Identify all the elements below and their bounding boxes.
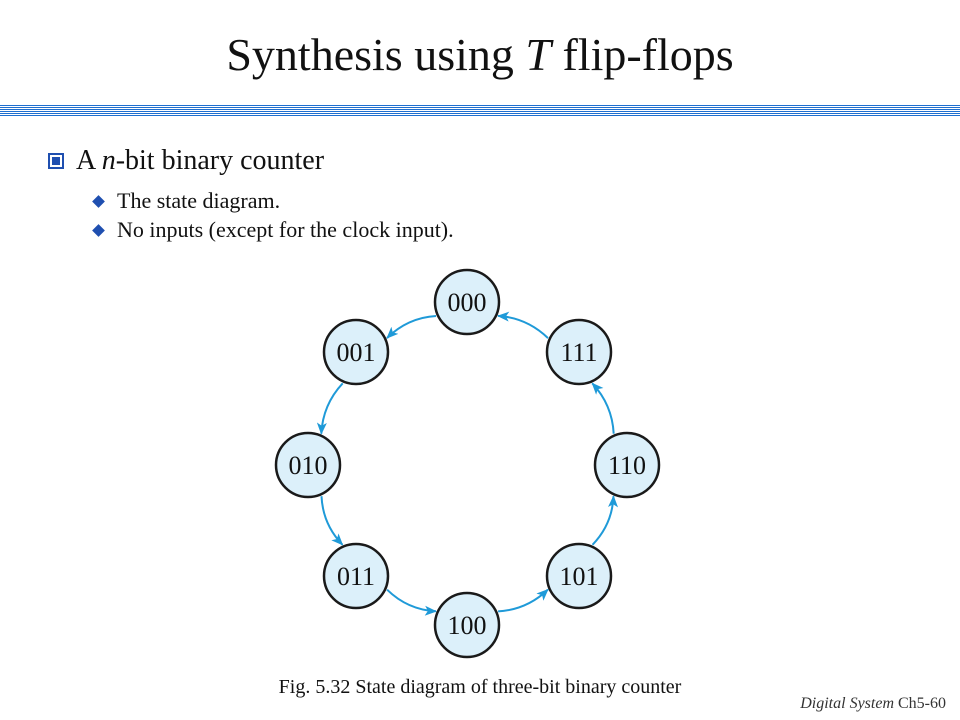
main-bullet: A n-bit binary counter (48, 145, 324, 177)
sub-bullet-text: The state diagram. (117, 188, 281, 213)
state-circle (274, 431, 342, 499)
state-label: 010 (289, 451, 328, 480)
transition-arrow-000-to-001 (386, 315, 437, 339)
state-node-111: 111 (545, 318, 613, 386)
main-bullet-variable: n (101, 145, 116, 176)
transition-arrow-101-to-110 (591, 495, 619, 546)
transition-arrow-111-to-000 (497, 311, 549, 339)
state-circle (593, 431, 661, 499)
sub-bullet: The state diagram. (92, 188, 281, 214)
state-label: 111 (560, 338, 597, 367)
title-suffix: flip-flops (550, 29, 734, 80)
state-node-100: 100 (433, 591, 501, 659)
state-circle (322, 542, 390, 610)
title-divider (0, 105, 960, 117)
state-node-011: 011 (322, 542, 390, 610)
state-node-101: 101 (545, 542, 613, 610)
slide-title: Synthesis using T flip-flops (0, 28, 960, 81)
state-node-000: 000 (433, 268, 501, 336)
sub-bullet-text: No inputs (except for the clock input). (117, 217, 454, 242)
transition-arrow-010-to-011 (320, 496, 344, 546)
main-bullet-text: A n-bit binary counter (76, 145, 324, 177)
title-variable: T (525, 29, 551, 80)
state-node-010: 010 (274, 431, 342, 499)
transition-arrow-011-to-100 (386, 588, 437, 616)
state-label: 011 (337, 562, 375, 591)
state-circle (545, 318, 613, 386)
square-bullet-icon (48, 153, 64, 169)
figure-caption: Fig. 5.32 State diagram of three-bit bin… (278, 676, 682, 698)
state-circle (322, 318, 390, 386)
sub-bullet: No inputs (except for the clock input). (92, 217, 454, 243)
main-bullet-suffix: -bit binary counter (115, 145, 325, 176)
state-label: 100 (448, 611, 487, 640)
transition-arrow-110-to-111 (591, 382, 615, 434)
state-label: 101 (560, 562, 599, 591)
state-node-110: 110 (593, 431, 661, 499)
transition-arrow-100-to-101 (498, 588, 549, 613)
transition-arrow-001-to-010 (316, 382, 344, 435)
state-node-001: 001 (322, 318, 390, 386)
footer-page: Ch5-60 (898, 695, 946, 712)
state-circle (433, 268, 501, 336)
state-label: 110 (608, 451, 646, 480)
state-circle (545, 542, 613, 610)
state-label: 000 (448, 288, 487, 317)
state-label: 001 (337, 338, 376, 367)
footer-course: Digital System (800, 695, 894, 712)
title-prefix: Synthesis using (226, 29, 526, 80)
state-circle (433, 591, 501, 659)
main-bullet-prefix: A (76, 145, 102, 176)
